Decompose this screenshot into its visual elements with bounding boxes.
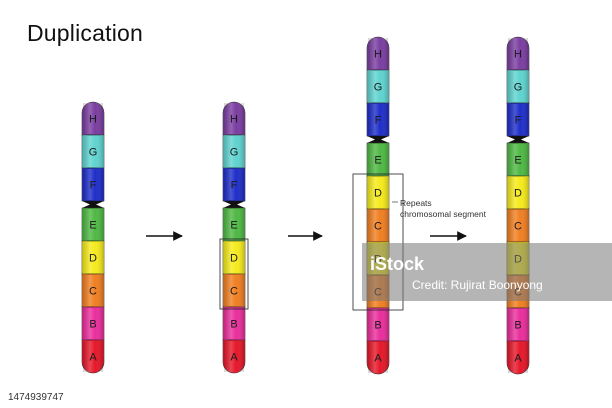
- segment-gloss: [224, 242, 244, 273]
- segment-label-B: B: [89, 319, 96, 331]
- annotation-line-2: chromosomal segment: [400, 209, 487, 219]
- segment-label-A: A: [374, 353, 382, 365]
- segment-gloss: [508, 38, 528, 69]
- segment-label-F: F: [231, 180, 238, 192]
- centromere: [223, 201, 245, 208]
- segment-gloss: [83, 103, 103, 134]
- segment-label-H: H: [89, 114, 97, 126]
- segment-label-E: E: [514, 155, 521, 167]
- segment-gloss: [224, 209, 244, 240]
- segment-label-C: C: [89, 286, 97, 298]
- figure-title: Duplication: [27, 20, 143, 46]
- segment-label-H: H: [374, 49, 382, 61]
- segment-label-G: G: [89, 147, 98, 159]
- segment-label-C: C: [514, 221, 522, 233]
- segment-label-D: D: [230, 253, 238, 265]
- segment-label-B: B: [230, 319, 237, 331]
- chromosome-result: HGFEDCDCBA: [506, 36, 530, 375]
- segment-gloss: [83, 308, 103, 339]
- segment-gloss: [224, 341, 244, 372]
- watermark-credit: Credit: Rujirat Boonyong: [412, 278, 543, 292]
- annotation-line-1: Repeats: [400, 198, 432, 208]
- centromere: [82, 201, 104, 208]
- segment-gloss: [368, 71, 388, 102]
- segment-gloss: [368, 144, 388, 175]
- segment-label-A: A: [230, 352, 238, 364]
- segment-gloss: [368, 38, 388, 69]
- chromosome-original: H G F E D C B A: [81, 101, 105, 374]
- segment-gloss: [224, 169, 244, 200]
- segment-gloss: [508, 309, 528, 340]
- segment-gloss: [368, 177, 388, 208]
- segment-gloss: [368, 104, 388, 135]
- segment-gloss: [508, 342, 528, 373]
- segment-label-E: E: [89, 220, 96, 232]
- watermark-logo: iStock: [370, 254, 425, 274]
- segment-label-E: E: [374, 155, 381, 167]
- segment-label-A: A: [89, 352, 97, 364]
- segment-label-E: E: [230, 220, 237, 232]
- segment-label-F: F: [90, 180, 97, 192]
- segment-gloss: [83, 169, 103, 200]
- duplication-diagram: HGFEDCBAHGFEDCBAHGFEDCDCBAHGFEDCDCBA Rep…: [81, 36, 530, 375]
- duplicated-region-box: [352, 173, 404, 311]
- centromere: [507, 136, 529, 143]
- highlight-box: [219, 238, 249, 310]
- segment-label-H: H: [230, 114, 238, 126]
- segment-gloss: [83, 242, 103, 273]
- segment-gloss: [508, 210, 528, 241]
- segment-label-D: D: [374, 188, 382, 200]
- segment-gloss: [368, 309, 388, 340]
- segment-label-A: A: [514, 353, 522, 365]
- segment-gloss: [224, 308, 244, 339]
- chromosomes: HGFEDCBAHGFEDCBAHGFEDCDCBAHGFEDCDCBA: [81, 36, 530, 375]
- segment-label-D: D: [514, 188, 522, 200]
- segment-label-G: G: [230, 147, 239, 159]
- segment-gloss: [508, 71, 528, 102]
- watermark: iStock Credit: Rujirat Boonyong: [362, 243, 612, 301]
- segment-gloss: [83, 341, 103, 372]
- segment-gloss: [224, 275, 244, 306]
- segment-gloss: [83, 209, 103, 240]
- annotation: Repeats chromosomal segment: [392, 198, 487, 219]
- segment-label-B: B: [374, 320, 381, 332]
- centromere: [367, 136, 389, 143]
- segment-gloss: [224, 136, 244, 167]
- segment-gloss: [508, 144, 528, 175]
- segment-label-F: F: [375, 115, 382, 127]
- segment-label-F: F: [515, 115, 522, 127]
- segment-gloss: [508, 177, 528, 208]
- segment-label-G: G: [374, 82, 383, 94]
- chromosome-highlighted: H G F E D C B A: [222, 101, 246, 374]
- segment-label-B: B: [514, 320, 521, 332]
- stock-id-bar: 1474939747: [0, 388, 612, 408]
- segment-label-C: C: [230, 286, 238, 298]
- segment-gloss: [368, 210, 388, 241]
- stock-id: 1474939747: [8, 392, 64, 403]
- segment-label-D: D: [89, 253, 97, 265]
- segment-label-C: C: [374, 221, 382, 233]
- segment-gloss: [83, 275, 103, 306]
- segment-label-H: H: [514, 49, 522, 61]
- segment-gloss: [368, 342, 388, 373]
- segment-gloss: [224, 103, 244, 134]
- segment-gloss: [508, 104, 528, 135]
- segment-label-G: G: [514, 82, 523, 94]
- segment-gloss: [83, 136, 103, 167]
- chromosome-duplicated: HGFEDCDCBA: [366, 36, 390, 375]
